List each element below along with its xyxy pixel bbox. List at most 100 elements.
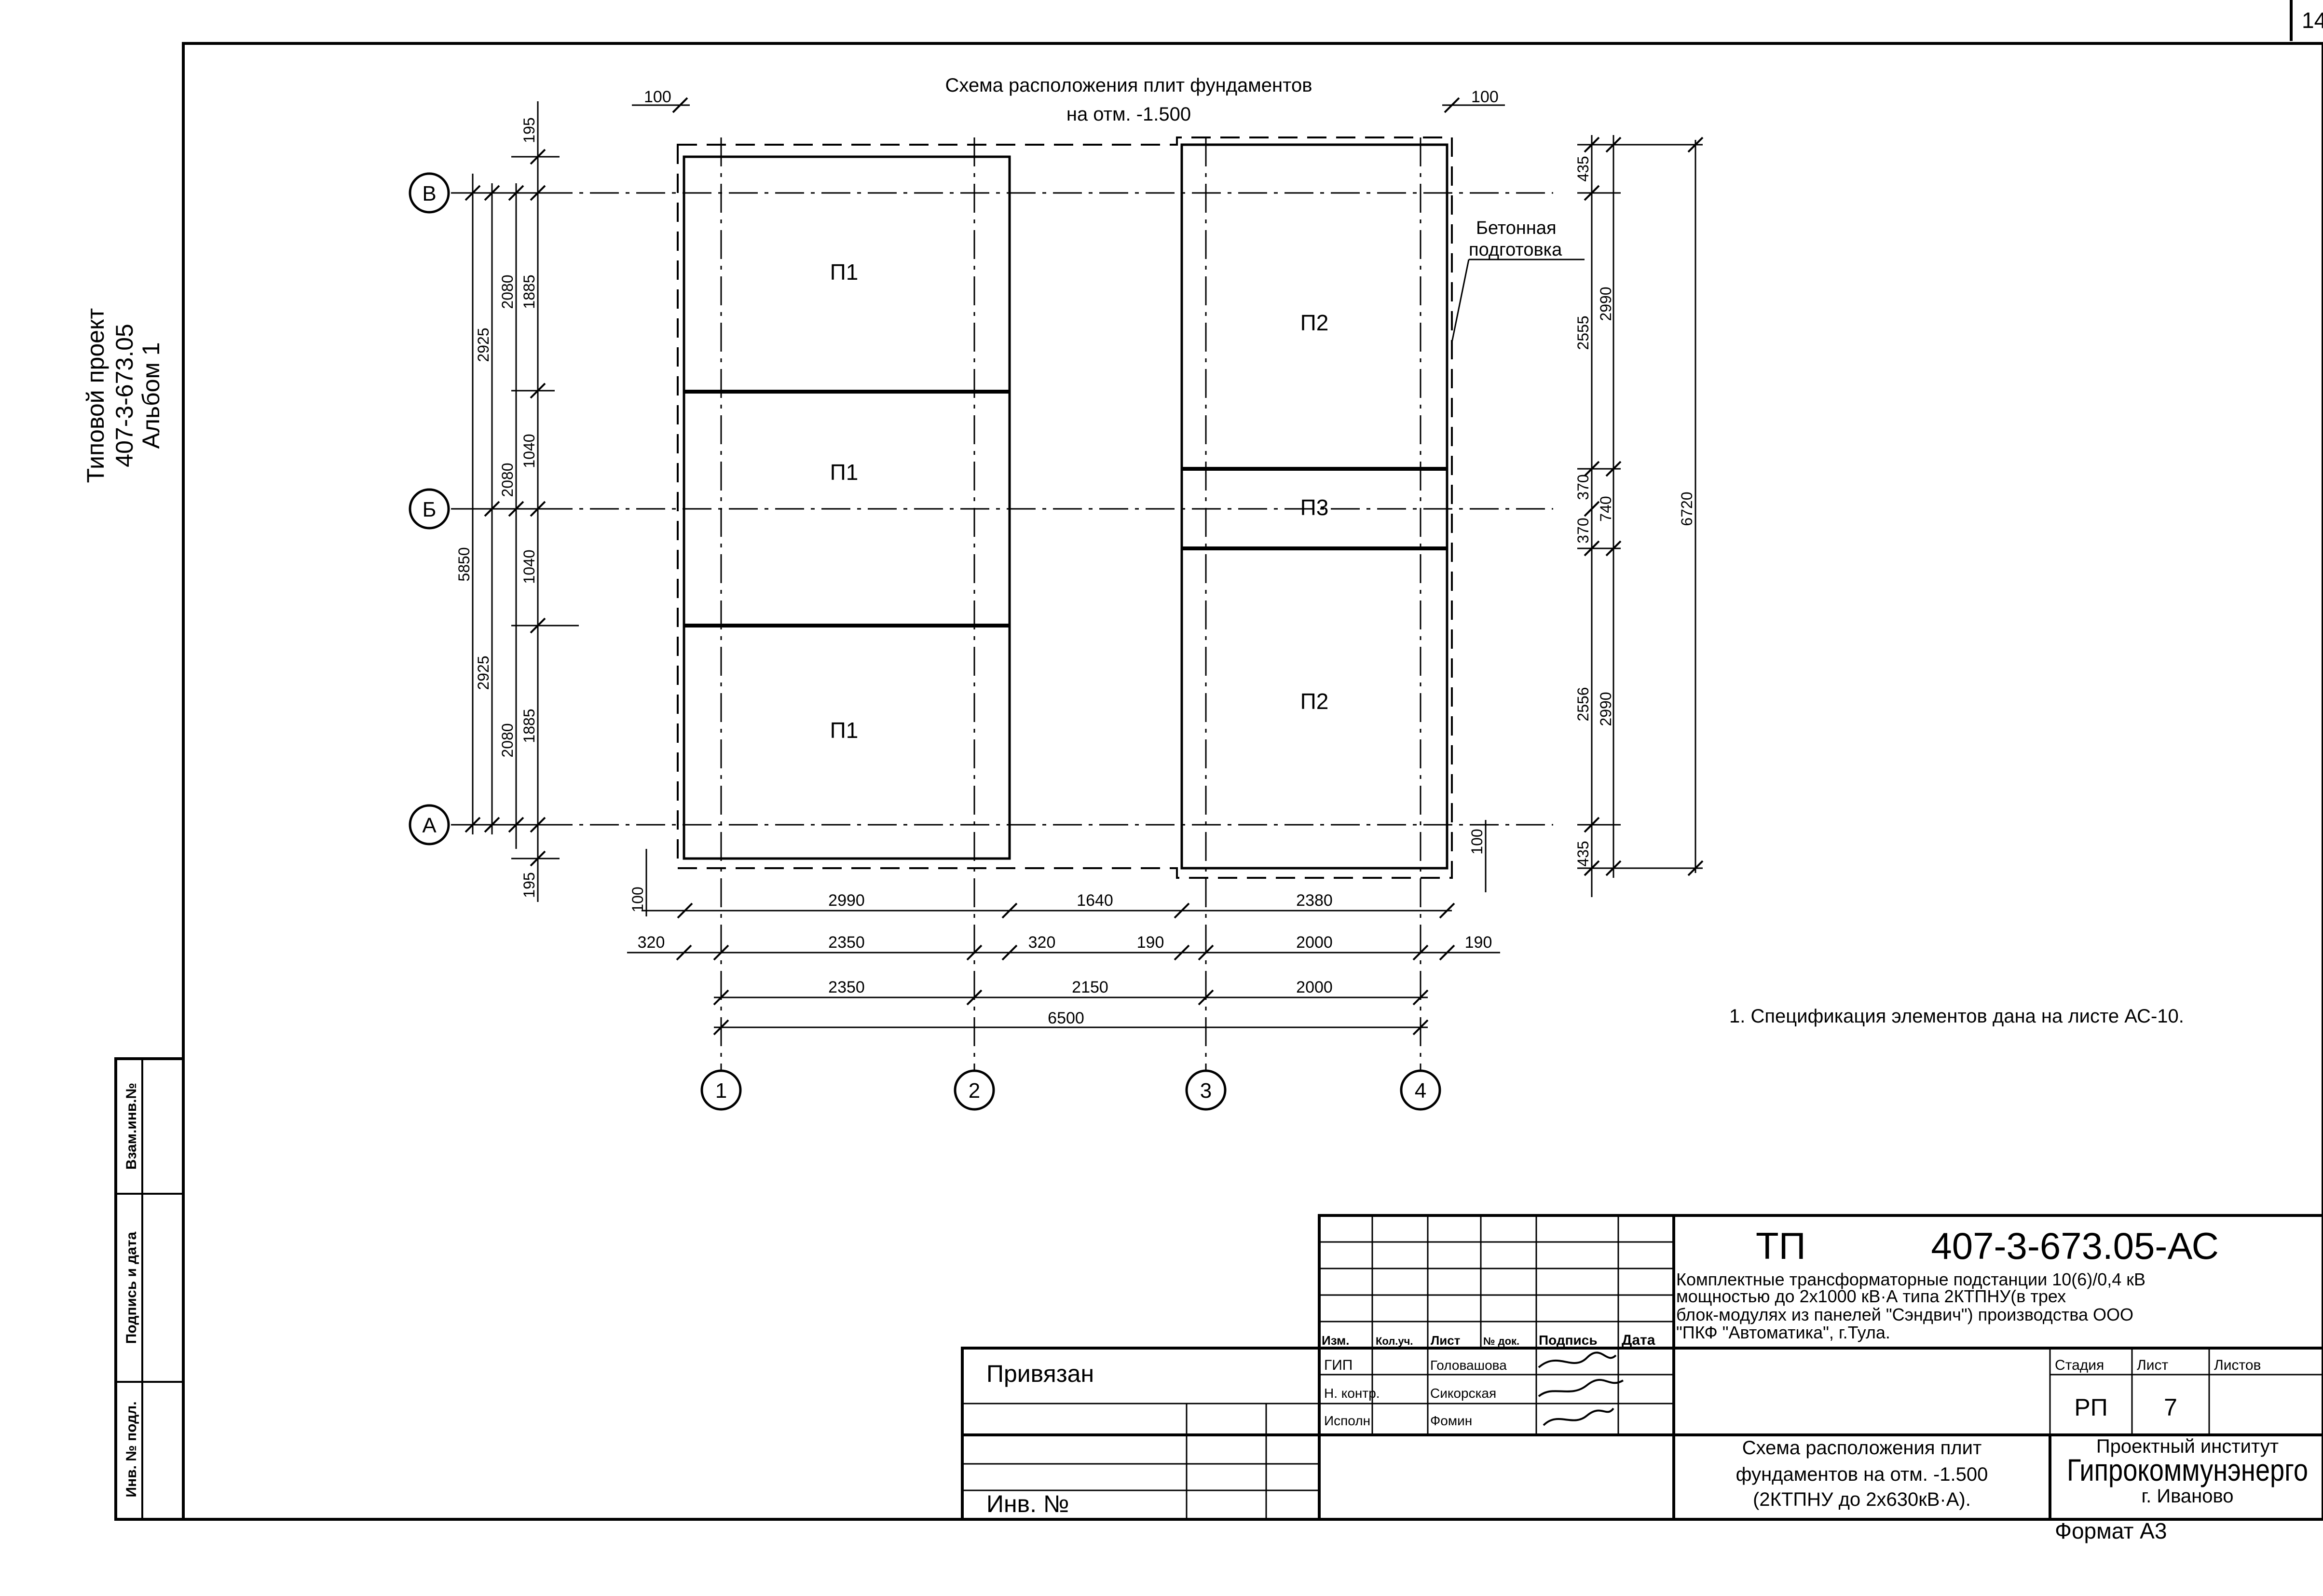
tick [484,501,500,517]
slab-label-p1-bottom: П1 [830,718,859,743]
dimension-ticks [465,97,1704,1036]
side-caption-line2: 407-3-673.05 [111,324,138,467]
tb-privyazan: Привязан [986,1360,1094,1387]
dimension-lines-horizontal [627,104,1505,1028]
dim-left-2080-a: 2080 [499,274,516,309]
tb-name-nkontr: Сикорская [1430,1386,1496,1401]
tb-org-line3: г. Иваново [2141,1486,2233,1507]
tick [1584,817,1600,833]
tick [1001,944,1018,961]
dim-right-2990-b: 2990 [1597,692,1614,726]
tick [508,501,524,517]
tb-sheet-title-line2: фундаментов на отм. -1.500 [1736,1464,1988,1485]
left-stamp: Взам.инв.№ Подпись и дата Инв. № подл. [114,1057,185,1521]
tick [530,850,546,867]
tick [530,382,546,399]
tick [713,989,729,1006]
axis-bubble-b [409,488,450,530]
side-caption-line3: Альбом 1 [137,342,164,449]
tick [677,902,693,919]
tb-name-gip: Головашова [1430,1358,1507,1373]
axis-lines [451,137,1553,1071]
tb-org-line1: Проектный институт [2096,1436,2279,1457]
slab-label-p3: П3 [1300,495,1329,520]
tb-role-ispoln: Исполн. [1324,1413,1374,1428]
dim-left-1885-a: 1885 [520,274,538,309]
tick [1605,540,1622,557]
dim-right-370-a: 370 [1574,474,1592,500]
tick [1412,1019,1429,1036]
tick [1174,944,1190,961]
axis-label-3: 3 [1200,1079,1212,1103]
left-stamp-vzam: Взам.инв.№ [123,1083,139,1170]
tb-code-prefix: ТП [1756,1225,1806,1267]
tick [1174,902,1190,919]
tick [966,989,983,1006]
dim-top-right: 100 [1471,88,1499,106]
tb-role-gip: ГИП [1324,1357,1353,1373]
dim-row3-2150: 2150 [1072,978,1108,996]
dim-row4-6500: 6500 [1048,1009,1084,1027]
axis-bubble-a [409,804,450,846]
tb-desc-line2: мощностью до 2х1000 кВ·А типа 2КТПНУ(в т… [1676,1286,2066,1306]
dim-row2-320b: 320 [1028,933,1056,952]
dim-left-1885-b: 1885 [520,709,538,743]
axis-bubble-1 [700,1069,742,1111]
tick [672,97,688,113]
tb-role-nkontr: Н. контр. [1324,1386,1380,1401]
dim-left-2080-c: 2080 [499,723,516,757]
side-caption-line1: Типовой проект [82,308,109,483]
axis-label-2: 2 [969,1079,980,1103]
slab-label-p1-top: П1 [830,259,859,285]
dim-right-2990-a: 2990 [1597,286,1614,321]
tb-sheet-title-line3: (2КТПНУ до 2х630кВ·А). [1753,1489,1971,1510]
dimension-lines-vertical [472,101,1696,916]
tb-desc-line3: блок-модулях из панелей "Сэндвич") произ… [1676,1305,2133,1324]
callout-line2: подготовка [1469,240,1562,260]
tick [1605,860,1622,876]
tick [1412,989,1429,1006]
tick [530,617,546,634]
signature-gip [1538,1351,1617,1368]
dim-row2-2350: 2350 [828,933,865,952]
axis-bubble-v [409,172,450,214]
tb-org-line2: Гипрокоммунэнерго [2067,1453,2308,1487]
dim-right-435-bottom: 435 [1574,841,1592,866]
note-text: 1. Спецификация элементов дана на листе … [1729,1006,2184,1027]
concrete-preparation [677,136,1453,879]
callout-leader [1451,259,1470,343]
tick [530,185,546,201]
slab-label-p2-top: П2 [1300,310,1329,335]
tb-header-koluch: Кол.уч. [1376,1335,1413,1347]
tick [465,185,481,201]
tb-sheet-value: 7 [2164,1394,2177,1421]
tick [530,501,546,517]
tb-desc-line1: Комплектные трансформаторные подстанции … [1676,1269,2145,1289]
slab-group-right [1180,143,1448,870]
tick [1412,944,1429,961]
drawing-title-line1: Схема расположения плит фундаментов [945,75,1312,96]
tb-header-podpis: Подпись [1539,1333,1598,1348]
tick [1605,461,1622,477]
dim-row2-320a: 320 [638,933,665,952]
tick [676,944,692,961]
tick [1584,185,1600,201]
dim-row3-2000: 2000 [1296,978,1333,996]
dim-left-2925-a: 2925 [475,327,492,362]
tick [484,817,500,833]
preparation-outline [677,136,1453,879]
axis-bubble-4 [1400,1069,1441,1111]
dim-right-740: 740 [1597,496,1614,521]
slabs [683,143,1448,870]
dim-row2-190b: 190 [1465,933,1492,952]
dim-top-left: 100 [644,88,671,106]
tick [508,817,524,833]
tb-desc-line4: "ПКФ "Автоматика", г.Тула. [1676,1323,1890,1342]
tick [484,185,500,201]
dim-row1-1640: 1640 [1077,891,1113,910]
left-stamp-frame [114,1057,185,1521]
page-number: 14 [2302,8,2323,33]
side-caption: Типовой проект 407-3-673.05 Альбом 1 [82,308,164,483]
left-stamp-podpis: Подпись и дата [123,1231,139,1344]
tick [1439,944,1455,961]
